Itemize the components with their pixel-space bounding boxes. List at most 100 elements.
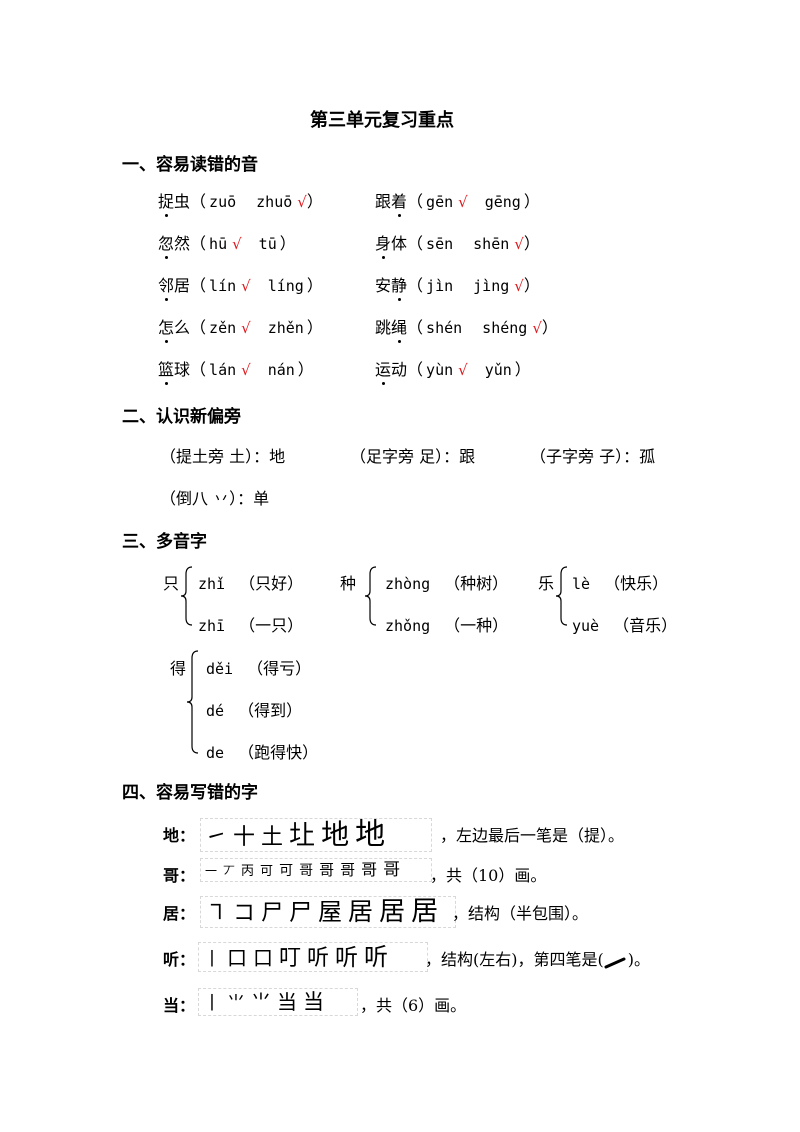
pinyin-option: zuō xyxy=(209,193,237,211)
check-icon: √ xyxy=(532,319,542,337)
stroke-step: 土 xyxy=(261,825,284,850)
stroke-order-strip: 一丆丙可可哥哥哥哥哥 xyxy=(200,858,432,882)
pinyin: děi xyxy=(206,660,234,678)
stroke-step: 丨 xyxy=(203,949,221,970)
pinyin-option: jìn xyxy=(426,277,454,295)
stroke-order-strip: ㇀十土圵地地 xyxy=(200,818,432,852)
stroke-step: 哥 xyxy=(361,860,378,879)
stroke-step: 可 xyxy=(260,864,274,879)
stroke-step: 地 xyxy=(355,818,386,852)
paren: （ xyxy=(190,276,207,295)
stroke-step: 地 xyxy=(321,818,350,851)
character: 动 xyxy=(391,360,408,379)
stroke-order-strip: 丨⺌⺌当当当 xyxy=(198,988,358,1016)
example-word: （一只） xyxy=(239,616,304,635)
note-text: ，结构(左右)，第四笔是( xyxy=(425,950,604,969)
character: 跳 xyxy=(375,318,392,337)
pinyin-option: zhuō xyxy=(256,193,293,211)
word: 捉虫 xyxy=(158,192,190,217)
paren: ） xyxy=(279,234,296,253)
polyphone-reading: zhī （一只） xyxy=(198,612,303,636)
stroke-label: 地： xyxy=(163,826,196,845)
paren: （ xyxy=(407,276,424,295)
example-word: （种树） xyxy=(444,574,509,593)
pinyin-option: zhěn xyxy=(267,319,304,337)
stroke-step: 叮 xyxy=(279,946,302,971)
stroke-step: 可 xyxy=(279,863,294,879)
pinyin: yuè xyxy=(572,617,600,635)
character: 体 xyxy=(391,234,408,253)
polyphone-reading: lè （快乐） xyxy=(572,570,668,594)
character: 捉 xyxy=(158,188,174,217)
character: 邻 xyxy=(158,272,174,301)
pinyin-option: shēn xyxy=(473,235,510,253)
character: 静 xyxy=(391,272,407,301)
stroke-step: 尸 xyxy=(261,901,284,926)
paren: （ xyxy=(407,318,424,337)
brace-icon xyxy=(186,650,200,754)
paren: ） xyxy=(306,276,323,295)
example-word: （得到） xyxy=(238,701,303,720)
stroke-step: 哥 xyxy=(299,863,314,879)
character: 安 xyxy=(375,276,392,295)
pinyin-option: tū xyxy=(258,235,277,253)
polyphone-reading: děi（得亏） xyxy=(206,655,311,679)
check-icon: √ xyxy=(514,277,524,295)
word: 忽然 xyxy=(158,234,190,259)
stroke-step: 听 xyxy=(335,945,359,971)
stroke-step: 口 xyxy=(227,946,247,970)
word: 跳绳 xyxy=(375,318,407,343)
example-word: （音乐） xyxy=(613,616,678,635)
polyphone-reading: de（跑得快） xyxy=(206,739,318,763)
check-icon: √ xyxy=(241,319,251,337)
stroke-step: 丙 xyxy=(241,864,255,879)
paren: ） xyxy=(541,318,558,337)
check-icon: √ xyxy=(241,277,251,295)
stroke-step: コ xyxy=(233,901,256,926)
pinyin: zhī xyxy=(198,617,226,635)
pinyin-option: yùn xyxy=(426,361,454,379)
character: 忽 xyxy=(158,230,174,259)
stroke-order-strip: ㇕コ尸尸屋居居居 xyxy=(200,896,456,928)
character: 球 xyxy=(174,360,191,379)
example-word: （一种） xyxy=(444,616,509,635)
polyphone-char: 乐 xyxy=(538,574,555,593)
word: 怎么 xyxy=(158,318,190,343)
polyphone-char: 只 xyxy=(163,574,180,593)
section-heading-3: 三、多音字 xyxy=(122,532,207,552)
word: 身体 xyxy=(375,234,408,259)
brace-icon xyxy=(555,566,569,626)
pronunciation-item: 运动（yùn√yǔn） xyxy=(375,356,531,385)
stroke-label: 听： xyxy=(163,950,196,969)
pinyin: lè xyxy=(572,575,591,593)
paren: ） xyxy=(514,360,531,379)
pinyin-option: zěn xyxy=(209,319,237,337)
stroke-note: ，共（10）画。 xyxy=(430,862,546,886)
character: 跟 xyxy=(375,192,392,211)
stroke-step: 一 xyxy=(205,864,218,878)
paren: ） xyxy=(297,360,314,379)
example-word: （只好） xyxy=(239,574,304,593)
pronunciation-item: 忽然（hū√tū） xyxy=(158,230,296,259)
brace-icon xyxy=(364,566,378,626)
pinyin-option: gēn xyxy=(426,193,454,211)
stroke-step: 当 xyxy=(303,990,324,1014)
section-heading-1: 一、容易读错的音 xyxy=(122,155,258,175)
paren: ） xyxy=(523,276,540,295)
polyphone-reading: zhǒng（一种） xyxy=(385,612,508,636)
word: 篮球 xyxy=(158,360,191,385)
example-word: （快乐） xyxy=(604,574,669,593)
paren: （ xyxy=(407,234,424,253)
note-text: ，共（10）画。 xyxy=(430,866,547,885)
word: 安静 xyxy=(375,276,407,301)
stroke-step: 口 xyxy=(253,946,273,970)
character: 怎 xyxy=(158,314,174,343)
character: 运 xyxy=(375,356,391,385)
radical-item: （倒八 丷）：单 xyxy=(160,489,270,508)
stroke-step: 听 xyxy=(364,943,389,971)
stroke-label: 哥： xyxy=(163,866,196,885)
pinyin-option: gēng xyxy=(484,193,521,211)
stroke-step: 十 xyxy=(233,825,256,850)
stroke-step: 哥 xyxy=(383,860,401,880)
